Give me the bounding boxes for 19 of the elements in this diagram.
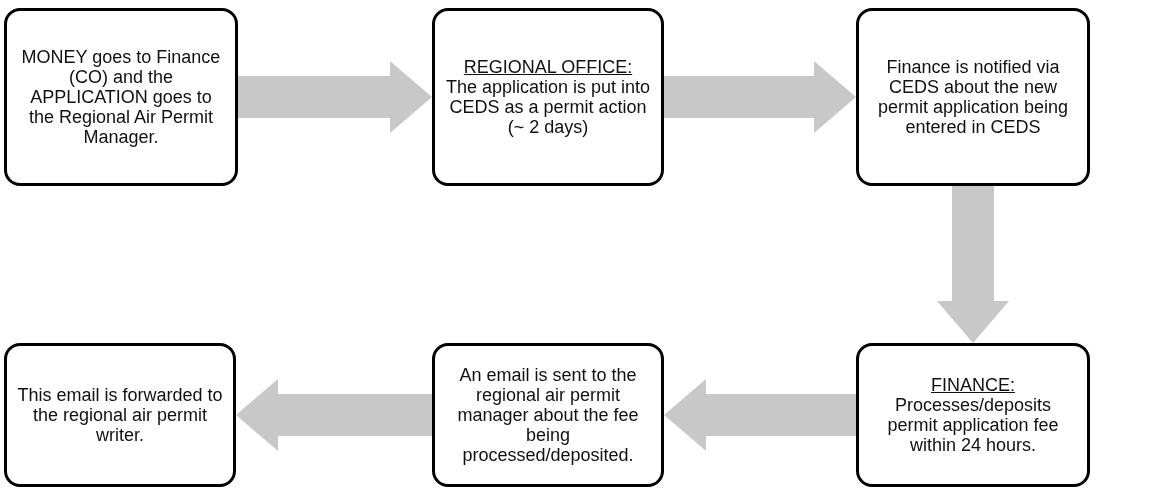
body-text: MONEY goes to Finance (CO) and the APPLICATION goes to the Regional Air Permit Manager. [20,47,222,147]
block-arrow [236,379,432,451]
process-box [432,343,664,487]
process-box [856,343,1090,487]
body-text: Processes/deposits permit application fee within 24 hours. [886,395,1060,455]
block-arrow [937,186,1009,343]
body-text: An email is sent to the regional air permit manager about the fee being processed/deposited. [456,365,640,465]
block-arrow [238,61,432,133]
process-box [432,8,664,186]
process-box [856,8,1090,186]
body-text: This email is forwarded to the regional air permit writer. [17,385,223,445]
process-box [4,8,238,186]
heading-text: REGIONAL OFFICE: [463,57,633,77]
block-arrow [664,61,856,133]
body-text: The application is put into CEDS as a permit action (~ 2 days) [445,77,651,137]
process-box [4,343,236,487]
block-arrow [664,379,856,451]
body-text: Finance is notified via CEDS about the new permit application being entered in CEDS [876,57,1070,137]
heading-text: FINANCE: [931,375,1015,395]
